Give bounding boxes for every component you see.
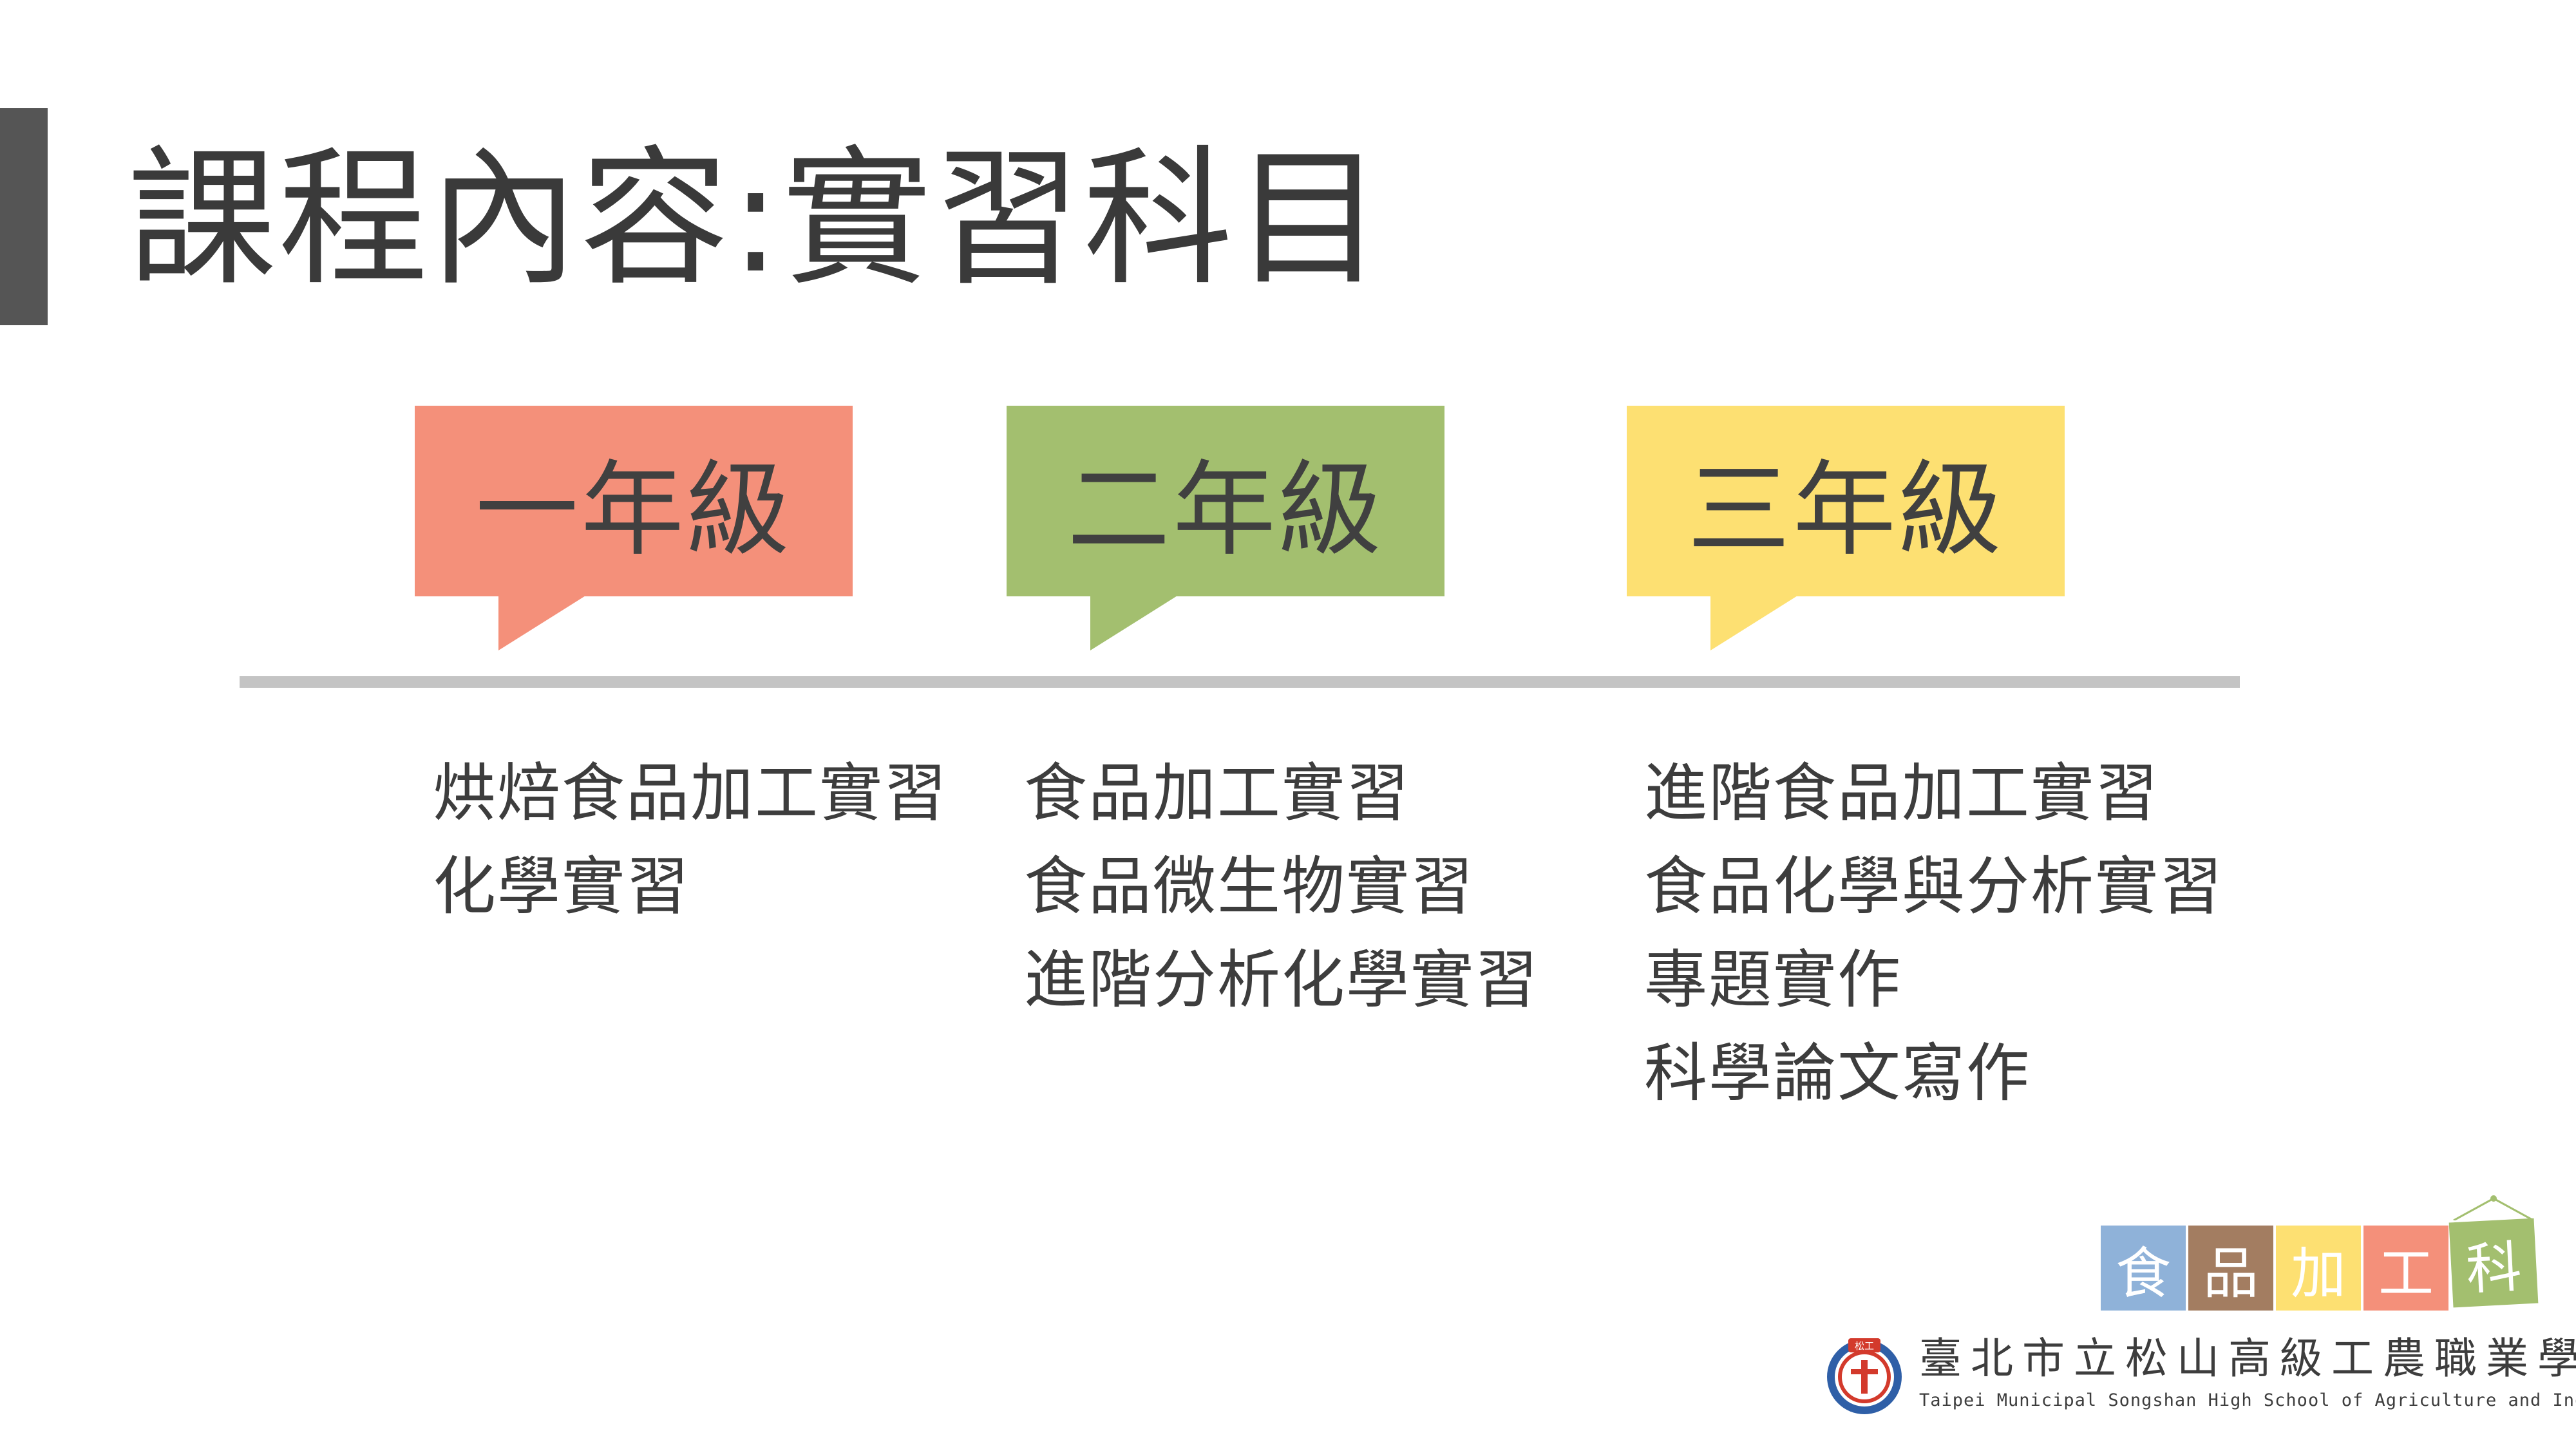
grade-1-pointer (498, 594, 589, 650)
grade-3-box: 三年級 (1627, 406, 2065, 596)
dept-logo-tile: 加 (2276, 1226, 2361, 1311)
dept-logo-tile: 科 (2448, 1218, 2539, 1308)
dept-logo-tile: 品 (2188, 1226, 2273, 1311)
grade-2-bubble: 二年級 (1007, 406, 1444, 650)
school-identity: 松工 臺北市立松山高級工農職業學校 Taipei Municipal Songs… (1823, 1333, 2576, 1430)
title-accent-bar (0, 108, 48, 325)
grade-3-bubble: 三年級 (1627, 406, 2065, 650)
grade-2-course-list: 食品加工實習 食品微生物實習 進階分析化學實習 (1024, 747, 1539, 1027)
course-item: 食品化學與分析實習 (1644, 850, 2224, 923)
dept-logo-char: 工 (2378, 1241, 2434, 1306)
school-emblem-icon: 松工 (1827, 1338, 1902, 1414)
grade-3-label: 三年級 (1687, 450, 2004, 570)
dept-logo-char: 加 (2291, 1241, 2346, 1306)
hanging-string-icon (2453, 1195, 2534, 1220)
dept-logo-char: 品 (2203, 1241, 2259, 1306)
grade-2-label: 二年級 (1066, 450, 1384, 570)
course-item: 烘焙食品加工實習 (433, 757, 949, 830)
grade-3-course-list: 進階食品加工實習 食品化學與分析實習 專題實作 科學論文寫作 (1644, 747, 2224, 1121)
course-item: 專題實作 (1644, 943, 1902, 1017)
course-item: 進階分析化學實習 (1024, 943, 1540, 1017)
course-item: 科學論文寫作 (1644, 1037, 2031, 1110)
department-logo: 食 品 加 工 科 (2101, 1195, 2539, 1323)
course-item: 進階食品加工實習 (1644, 757, 2160, 830)
school-name: 臺北市立松山高級工農職業學校 (1919, 1334, 2576, 1383)
course-item: 食品加工實習 (1024, 757, 1411, 830)
grade-2-pointer (1090, 594, 1180, 650)
dept-logo-char: 科 (2464, 1235, 2524, 1302)
svg-text:松工: 松工 (1855, 1340, 1874, 1352)
dept-logo-tile: 工 (2363, 1226, 2448, 1311)
dept-logo-char: 食 (2116, 1241, 2171, 1306)
slide-title: 課程內容:實習科目 (128, 132, 1385, 306)
course-item: 食品微生物實習 (1024, 850, 1475, 923)
grade-1-label: 一年級 (475, 450, 792, 570)
course-item: 化學實習 (433, 850, 691, 923)
grade-1-box: 一年級 (415, 406, 853, 596)
grade-3-pointer (1710, 594, 1801, 650)
grade-2-box: 二年級 (1007, 406, 1444, 596)
dept-logo-tile: 食 (2101, 1226, 2186, 1311)
grade-1-bubble: 一年級 (415, 406, 853, 650)
grade-1-course-list: 烘焙食品加工實習 化學實習 (433, 747, 948, 934)
school-name-english: Taipei Municipal Songshan High School of… (1919, 1390, 2576, 1410)
timeline-line (240, 676, 2240, 688)
